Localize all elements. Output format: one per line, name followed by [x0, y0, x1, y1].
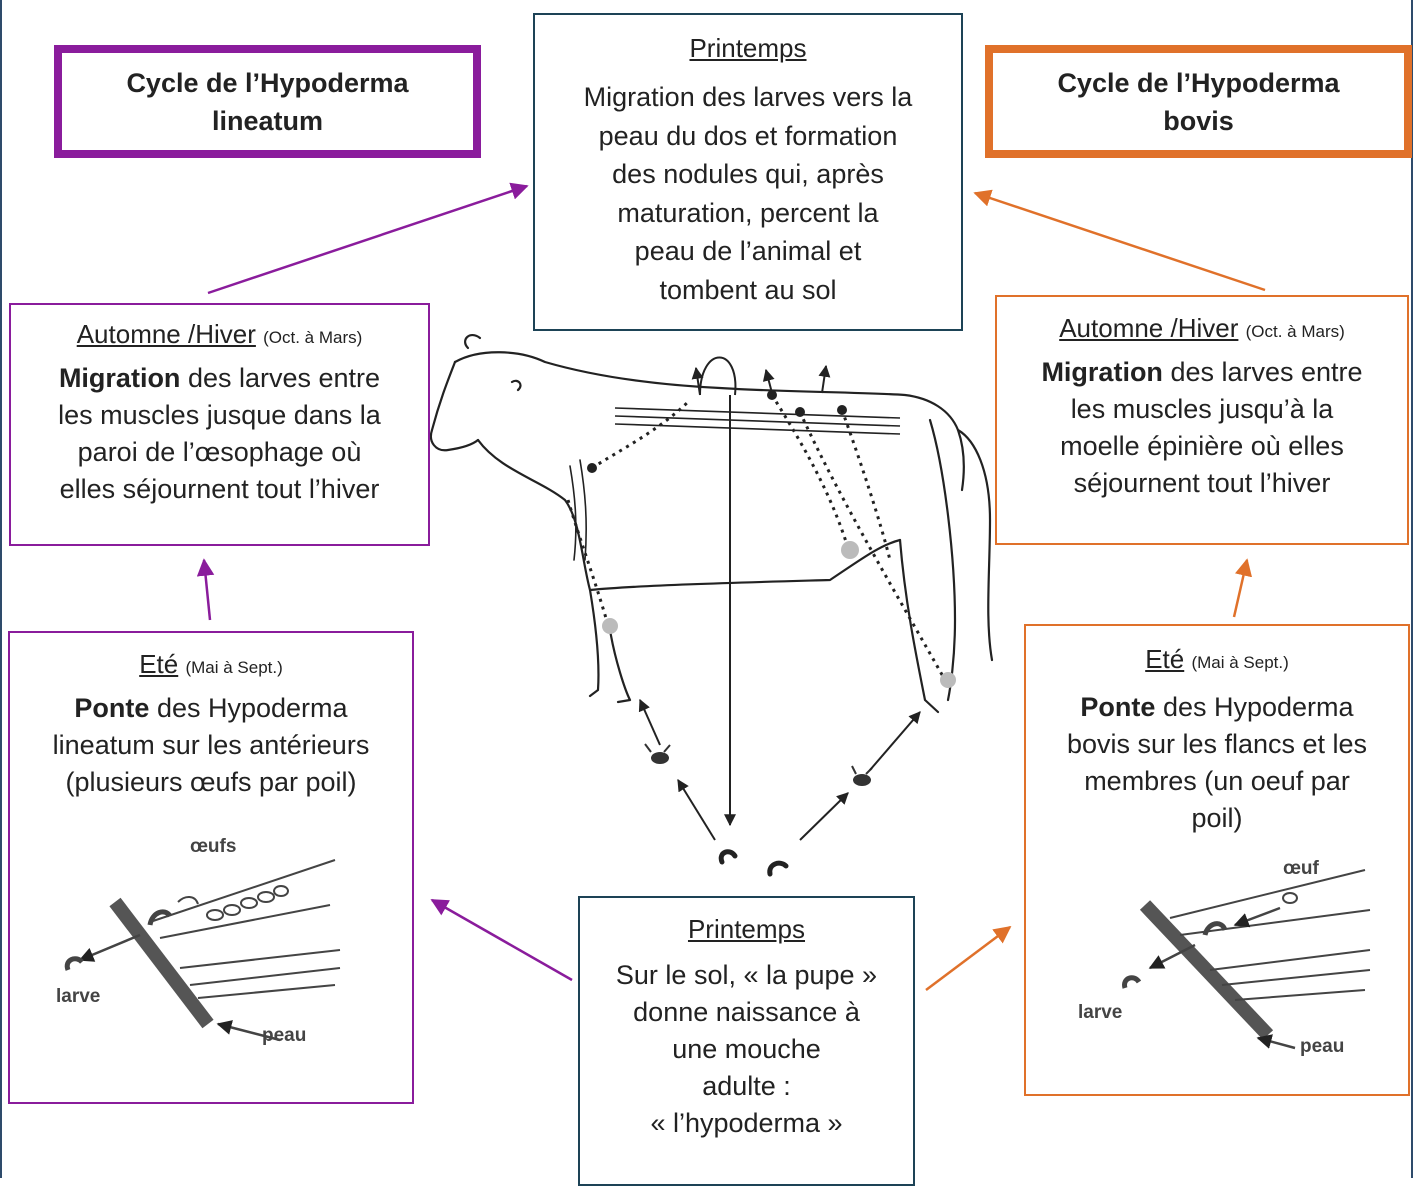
bovis-title-line2: bovis	[1163, 105, 1234, 136]
migration-paths	[566, 394, 947, 681]
bovis-autumn-heading: Automne /Hiver (Oct. à Mars)	[997, 313, 1407, 344]
arrow-spring-to-bovis-summer	[925, 925, 1012, 991]
egg-spots	[602, 541, 956, 688]
fly-arrows	[638, 698, 921, 841]
bovis-autumn-box: Automne /Hiver (Oct. à Mars) Migration d…	[995, 295, 1409, 545]
bovis-egg-figure	[1122, 869, 1371, 1050]
bovis-autumn-season: Automne /Hiver	[1059, 313, 1239, 343]
bovis-summer-line: poil)	[1191, 803, 1243, 833]
bovis-summer-line: membres (un oeuf par	[1084, 766, 1350, 796]
lineatum-autumn-period: (Oct. à Mars)	[263, 328, 363, 347]
bovis-summer-line: des Hypoderma	[1162, 692, 1354, 722]
lineatum-summer-bold: Ponte	[74, 693, 150, 723]
lineatum-autumn-line: des larves entre	[187, 363, 381, 393]
spring-bottom-line: une mouche	[672, 1034, 821, 1064]
spring-top-line: peau de l’animal et	[634, 236, 862, 266]
lineatum-autumn-line: paroi de l’œsophage où	[77, 437, 362, 467]
lineatum-title-line2: lineatum	[211, 105, 323, 136]
spring-bottom-box: Printemps Sur le sol, « la pupe » donne …	[578, 896, 915, 1186]
spring-top-text: Migration des larves vers la peau du dos…	[535, 78, 961, 309]
arrow-bovis-summer-to-autumn	[1232, 558, 1253, 618]
bovis-autumn-line: moelle épinière où elles	[1060, 431, 1344, 461]
lineatum-summer-box: Eté (Mai à Sept.) Ponte des Hypoderma li…	[8, 631, 414, 1104]
lineatum-egg-figure	[64, 859, 341, 1042]
bovis-summer-period: (Mai à Sept.)	[1191, 653, 1289, 672]
spring-top-box: Printemps Migration des larves vers la p…	[533, 13, 963, 331]
spring-top-season: Printemps	[689, 33, 807, 63]
lineatum-summer-period: (Mai à Sept.)	[185, 658, 283, 677]
bovis-title-box: Cycle de l’Hypoderma bovis	[985, 45, 1412, 158]
bovis-summer-season: Eté	[1145, 644, 1185, 674]
bovis-summer-line: bovis sur les flancs et les	[1066, 729, 1368, 759]
bovis-summer-box: Eté (Mai à Sept.) Ponte des Hypoderma bo…	[1024, 624, 1410, 1096]
spine-lines	[614, 407, 901, 435]
lineatum-autumn-text: Migration des larves entre les muscles j…	[11, 360, 428, 508]
lineatum-summer-heading: Eté (Mai à Sept.)	[10, 649, 412, 680]
bovis-autumn-line: séjournent tout l’hiver	[1073, 468, 1331, 498]
flies	[644, 743, 873, 786]
arrow-bovis-autumn-to-spring	[973, 189, 1266, 292]
lineatum-autumn-heading: Automne /Hiver (Oct. à Mars)	[11, 319, 428, 350]
spring-top-line: des nodules qui, après	[612, 159, 884, 189]
exit-arrows	[691, 356, 831, 396]
lineatum-summer-line: (plusieurs œufs par poil)	[65, 767, 357, 797]
lineatum-autumn-line: elles séjournent tout l’hiver	[59, 474, 380, 504]
bovis-autumn-line: les muscles jusqu’à la	[1070, 394, 1334, 424]
lineatum-title-box: Cycle de l’Hypoderma lineatum	[54, 45, 481, 158]
arrow-lineatum-summer-to-autumn	[196, 558, 215, 621]
lineatum-larva-label: larve	[56, 986, 101, 1007]
arrow-spring-to-lineatum-summer	[430, 898, 573, 982]
bovis-autumn-text: Migration des larves entre les muscles j…	[997, 354, 1407, 502]
spring-top-line: maturation, percent la	[617, 197, 879, 228]
lineatum-autumn-box: Automne /Hiver (Oct. à Mars) Migration d…	[9, 303, 430, 546]
lineatum-summer-line: lineatum sur les antérieurs	[52, 730, 370, 760]
bovis-autumn-line: des larves entre	[1170, 357, 1363, 387]
lineatum-summer-season: Eté	[139, 649, 179, 679]
lineatum-autumn-line: les muscles jusque dans la	[58, 400, 381, 430]
lineatum-autumn-bold: Migration	[58, 363, 181, 393]
cow-illustration	[429, 333, 994, 714]
bovis-summer-heading: Eté (Mai à Sept.)	[1026, 644, 1408, 675]
bovis-summer-text: Ponte des Hypoderma bovis sur les flancs…	[1026, 689, 1408, 837]
lineatum-summer-line: des Hypoderma	[156, 693, 348, 723]
spring-top-line: peau du dos et formation	[598, 120, 898, 151]
spring-bottom-line: donne naissance à	[633, 997, 860, 1027]
pupae	[718, 849, 789, 877]
bovis-summer-bold: Ponte	[1080, 692, 1156, 722]
nodule-dots	[587, 390, 847, 473]
lineatum-title-line1: Cycle de l’Hypoderma	[126, 67, 409, 98]
lineatum-autumn-season: Automne /Hiver	[76, 319, 256, 349]
bovis-skin-label: peau	[1300, 1036, 1345, 1057]
spring-bottom-line: Sur le sol, « la pupe »	[615, 960, 878, 990]
bovis-autumn-period: (Oct. à Mars)	[1245, 322, 1345, 341]
lineatum-eggs-label: œufs	[190, 836, 237, 857]
spring-top-line: tombent au sol	[659, 274, 837, 305]
spring-bottom-line: « l’hypoderma »	[650, 1108, 843, 1138]
lineatum-summer-text: Ponte des Hypoderma lineatum sur les ant…	[10, 690, 412, 801]
bovis-larva-label: larve	[1078, 1002, 1123, 1023]
spring-bottom-season: Printemps	[687, 914, 806, 944]
lineatum-skin-label: peau	[262, 1025, 307, 1046]
spring-bottom-text: Sur le sol, « la pupe » donne naissance …	[580, 957, 913, 1142]
bovis-autumn-bold: Migration	[1041, 357, 1163, 387]
arrow-lineatum-autumn-to-spring	[207, 182, 529, 295]
spring-bottom-line: adulte :	[702, 1071, 791, 1101]
bovis-title-line1: Cycle de l’Hypoderma	[1057, 67, 1340, 98]
spring-top-line: Migration des larves vers la	[583, 82, 913, 112]
bovis-egg-label: œuf	[1283, 858, 1319, 879]
